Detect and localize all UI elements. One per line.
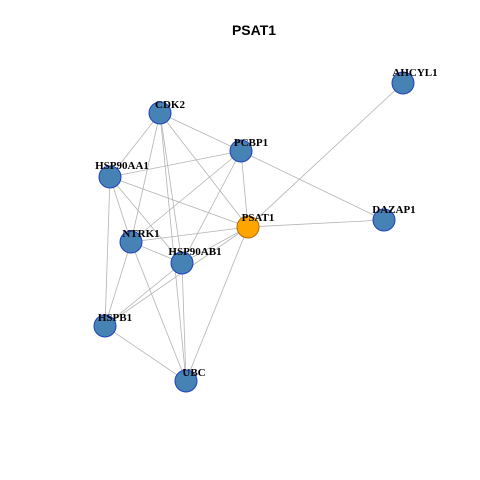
node-ahcyl1[interactable]: AHCYL1 xyxy=(391,67,438,95)
edge-cdk2-pcbp1 xyxy=(159,112,242,152)
node-label: AHCYL1 xyxy=(392,67,437,79)
node-circle[interactable] xyxy=(236,215,260,239)
node-label: CDK2 xyxy=(155,99,185,111)
edge-ntrk1-hspb1 xyxy=(104,241,132,327)
node-psat1[interactable]: PSAT1 xyxy=(236,212,275,239)
edge-ahcyl1-psat1 xyxy=(247,82,404,228)
edge-cdk2-ubc xyxy=(159,112,187,382)
edge-layer xyxy=(104,82,404,382)
edge-pcbp1-ntrk1 xyxy=(130,150,242,243)
node-circle[interactable] xyxy=(174,369,198,393)
edge-psat1-hsp90ab1 xyxy=(181,226,249,264)
node-label: NTRK1 xyxy=(122,228,159,240)
node-ubc[interactable]: UBC xyxy=(174,367,206,393)
edge-cdk2-hsp90aa1 xyxy=(109,112,161,178)
node-circle[interactable] xyxy=(372,208,396,232)
edge-hsp90aa1-hsp90ab1 xyxy=(109,176,183,264)
edge-psat1-dazap1 xyxy=(247,219,385,228)
node-label: PSAT1 xyxy=(242,212,275,224)
edge-cdk2-psat1 xyxy=(159,112,249,228)
edge-pcbp1-psat1 xyxy=(240,150,249,228)
node-circle[interactable] xyxy=(229,139,253,163)
edge-cdk2-ntrk1 xyxy=(130,112,161,243)
edge-hsp90ab1-ubc xyxy=(181,262,187,382)
node-label: DAZAP1 xyxy=(372,204,415,216)
node-hsp90aa1[interactable]: HSP90AA1 xyxy=(95,160,149,189)
node-circle[interactable] xyxy=(93,314,117,338)
node-circle[interactable] xyxy=(391,71,415,95)
node-label: HSP90AA1 xyxy=(95,160,149,172)
node-dazap1[interactable]: DAZAP1 xyxy=(372,204,416,232)
node-circle[interactable] xyxy=(148,101,172,125)
edge-psat1-ntrk1 xyxy=(130,226,249,243)
node-circle[interactable] xyxy=(170,251,194,275)
node-ntrk1[interactable]: NTRK1 xyxy=(119,228,160,254)
node-label: PCBP1 xyxy=(234,137,268,149)
edge-hsp90aa1-hspb1 xyxy=(104,176,111,327)
edge-hsp90ab1-hspb1 xyxy=(104,262,183,327)
node-cdk2[interactable]: CDK2 xyxy=(148,99,185,125)
edge-cdk2-hsp90ab1 xyxy=(159,112,183,264)
node-hspb1[interactable]: HSPB1 xyxy=(93,312,132,338)
edge-ntrk1-ubc xyxy=(130,241,187,382)
node-circle[interactable] xyxy=(119,230,143,254)
node-hsp90ab1[interactable]: HSP90AB1 xyxy=(168,246,222,275)
diagram-title: PSAT1 xyxy=(232,22,276,38)
edge-psat1-hspb1 xyxy=(104,226,249,327)
node-label: HSPB1 xyxy=(98,312,132,324)
edge-pcbp1-dazap1 xyxy=(240,150,385,221)
node-circle[interactable] xyxy=(98,165,122,189)
node-label: UBC xyxy=(182,367,205,379)
edge-hspb1-ubc xyxy=(104,325,187,382)
node-label: HSP90AB1 xyxy=(168,246,221,258)
node-pcbp1[interactable]: PCBP1 xyxy=(229,137,268,163)
edge-pcbp1-hsp90ab1 xyxy=(181,150,242,264)
edge-hsp90aa1-pcbp1 xyxy=(109,150,242,178)
edge-psat1-ubc xyxy=(185,226,249,382)
